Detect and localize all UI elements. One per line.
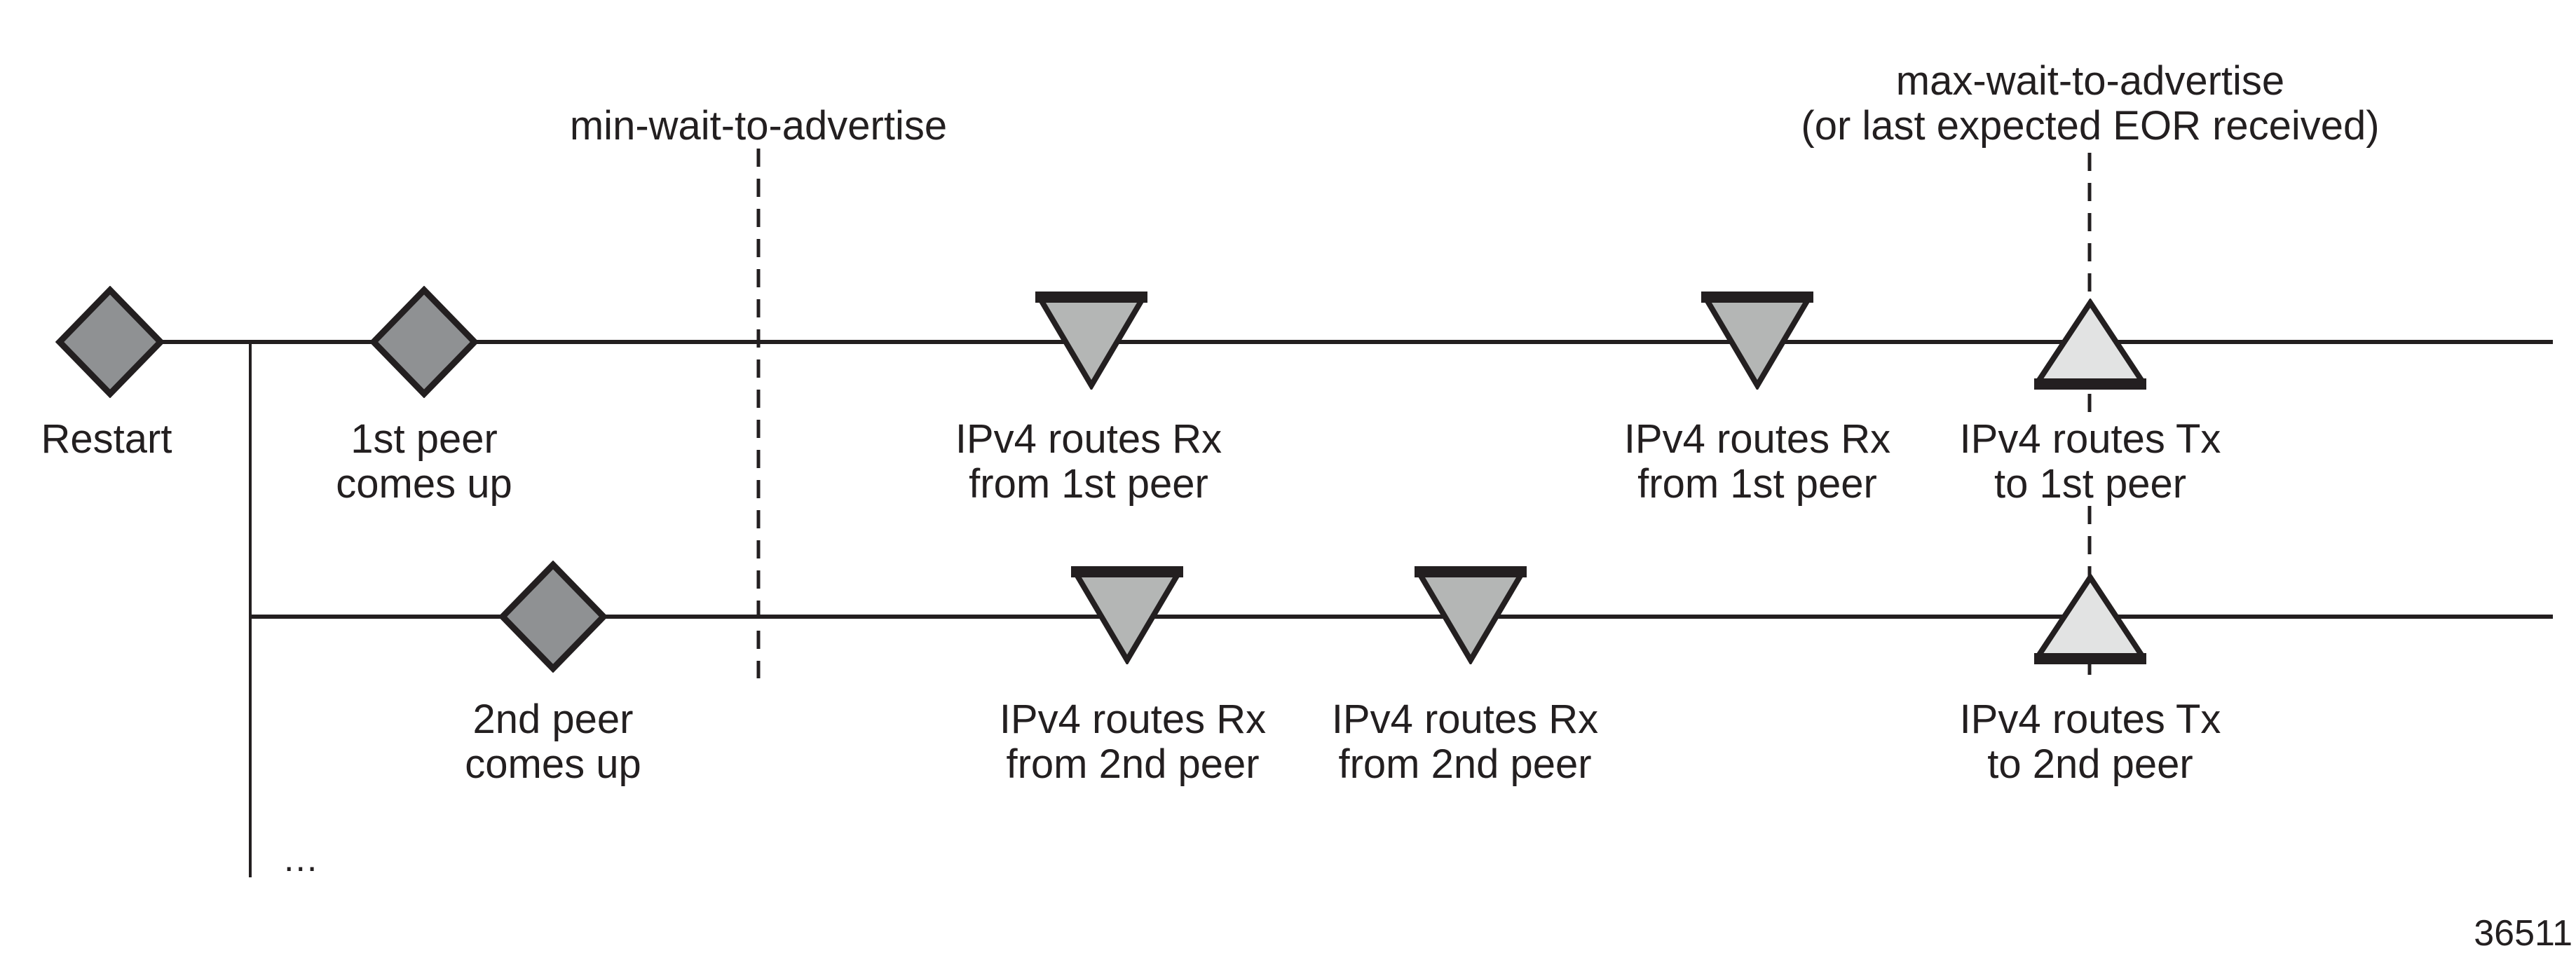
diamond-marker-restart <box>55 286 165 398</box>
event-label-line: IPv4 routes Rx <box>1331 697 1599 742</box>
event-label-line: 1st peer <box>350 416 498 462</box>
event-label-line: IPv4 routes Rx <box>999 697 1267 742</box>
max-wait-label-line1: max-wait-to-advertise <box>1895 58 2285 104</box>
event-label-2nd-peer-up: 2nd peer comes up <box>465 697 641 787</box>
event-label-line: 2nd peer <box>472 697 634 742</box>
max-wait-label: max-wait-to-advertise (or last expected … <box>1801 59 2379 149</box>
event-label-line: IPv4 routes Tx <box>1959 416 2221 462</box>
timeline-continuation-ellipsis: ... <box>284 839 319 879</box>
min-wait-label: min-wait-to-advertise <box>570 104 947 149</box>
event-label-rx1-a: IPv4 routes Rx from 1st peer <box>955 417 1222 507</box>
event-label-tx2: IPv4 routes Tx to 2nd peer <box>1960 697 2221 787</box>
triangle-down-marker-rx2-a <box>1071 566 1183 664</box>
event-label-rx2-a: IPv4 routes Rx from 2nd peer <box>1000 697 1266 787</box>
event-label-line: comes up <box>465 741 641 787</box>
event-label-line: from 2nd peer <box>1006 741 1260 787</box>
event-label-line: from 2nd peer <box>1338 741 1592 787</box>
timeline-1-line <box>110 340 2553 344</box>
event-label-line: Restart <box>41 416 172 462</box>
event-label-restart: Restart <box>41 417 172 462</box>
event-label-rx1-b: IPv4 routes Rx from 1st peer <box>1624 417 1890 507</box>
event-label-rx2-b: IPv4 routes Rx from 2nd peer <box>1332 697 1598 787</box>
triangle-up-marker-tx2 <box>2034 573 2146 664</box>
event-label-line: IPv4 routes Rx <box>955 416 1222 462</box>
event-label-line: to 2nd peer <box>1987 741 2193 787</box>
event-label-line: from 1st peer <box>969 461 1208 507</box>
event-label-tx1: IPv4 routes Tx to 1st peer <box>1960 417 2221 507</box>
triangle-down-marker-rx2-b <box>1415 566 1527 664</box>
timeline-branch-line <box>249 342 252 877</box>
event-label-line: comes up <box>336 461 512 507</box>
diamond-marker-1st-peer-up <box>369 286 479 398</box>
event-label-line: IPv4 routes Tx <box>1959 697 2221 742</box>
event-label-line: from 1st peer <box>1637 461 1877 507</box>
event-label-line: to 1st peer <box>1994 461 2187 507</box>
diamond-marker-2nd-peer-up <box>498 561 608 673</box>
triangle-down-marker-rx1-b <box>1701 292 1813 390</box>
min-wait-dashed-line <box>756 149 761 678</box>
max-wait-label-line2: (or last expected EOR received) <box>1801 103 2380 149</box>
triangle-up-marker-tx1 <box>2034 299 2146 390</box>
event-label-1st-peer-up: 1st peer comes up <box>336 417 512 507</box>
figure-number: 36511 <box>2474 913 2572 953</box>
event-label-line: IPv4 routes Rx <box>1623 416 1891 462</box>
min-wait-label-text: min-wait-to-advertise <box>569 103 948 149</box>
triangle-down-marker-rx1-a <box>1035 292 1147 390</box>
timeline-2-line <box>250 615 2553 619</box>
